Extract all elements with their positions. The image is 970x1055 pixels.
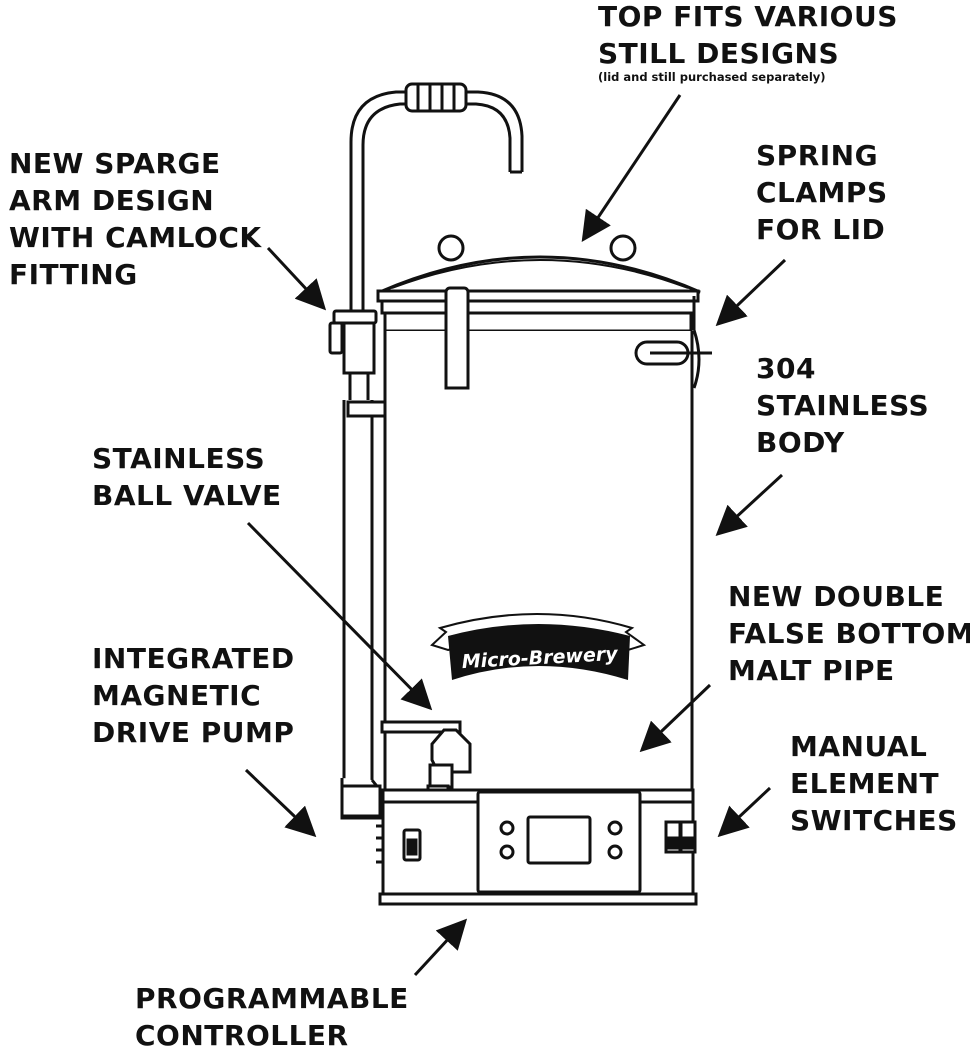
label-line: MANUAL bbox=[790, 730, 928, 763]
controller-panel bbox=[476, 790, 642, 894]
arrow-top bbox=[581, 94, 682, 242]
label-line: WITH CAMLOCK bbox=[9, 221, 262, 254]
arrow-switches bbox=[717, 786, 772, 838]
label-line: 304 bbox=[756, 352, 816, 385]
label-spring-clamps: SPRING CLAMPS FOR LID bbox=[756, 137, 888, 248]
label-top-fits: TOP FITS VARIOUS STILL DESIGNS bbox=[598, 0, 898, 72]
label-line: MALT PIPE bbox=[728, 654, 895, 687]
label-line: CLAMPS bbox=[756, 176, 888, 209]
arrow-clamps bbox=[715, 258, 787, 327]
rim bbox=[376, 289, 700, 333]
label-top-note: (lid and still purchased separately) bbox=[598, 70, 826, 84]
camlock-fitting bbox=[328, 309, 378, 400]
label-sparge-arm: NEW SPARGE ARM DESIGN WITH CAMLOCK FITTI… bbox=[9, 145, 262, 293]
arrow-controller bbox=[413, 918, 468, 977]
label-line: INTEGRATED bbox=[92, 642, 295, 675]
label-line: CONTROLLER bbox=[135, 1019, 349, 1052]
lid bbox=[379, 234, 701, 294]
label-false-bottom: NEW DOUBLE FALSE BOTTOM MALT PIPE bbox=[728, 578, 970, 689]
arrows bbox=[244, 94, 787, 977]
label-pump: INTEGRATED MAGNETIC DRIVE PUMP bbox=[92, 640, 295, 751]
arrow-pump bbox=[244, 768, 317, 838]
arrow-false-bottom bbox=[639, 683, 712, 753]
label-controller: PROGRAMMABLE CONTROLLER bbox=[135, 980, 409, 1054]
label-line: ELEMENT bbox=[790, 767, 940, 800]
label-line: MAGNETIC bbox=[92, 679, 262, 712]
label-line: FOR LID bbox=[756, 213, 886, 246]
spring-clamp-right bbox=[634, 296, 712, 389]
arrow-body bbox=[715, 473, 784, 537]
label-line: STAINLESS bbox=[92, 442, 266, 475]
label-ball-valve: STAINLESS BALL VALVE bbox=[92, 440, 282, 514]
label-line: FALSE BOTTOM bbox=[728, 617, 970, 650]
label-line: SWITCHES bbox=[790, 804, 958, 837]
spring-clamp-left bbox=[444, 286, 470, 390]
return-pipe bbox=[340, 400, 396, 820]
label-stainless-body: 304 STAINLESS BODY bbox=[756, 350, 929, 461]
label-line: PROGRAMMABLE bbox=[135, 982, 409, 1015]
label-line: NEW DOUBLE bbox=[728, 580, 945, 613]
label-line: BALL VALVE bbox=[92, 479, 282, 512]
label-line: DRIVE PUMP bbox=[92, 716, 295, 749]
arrow-valve bbox=[246, 521, 433, 711]
label-line: SPRING bbox=[756, 139, 879, 172]
pump-switch bbox=[402, 828, 422, 862]
label-line: STAINLESS bbox=[756, 389, 930, 422]
logo-banner: Micro-Brewery bbox=[430, 613, 647, 680]
label-line: BODY bbox=[756, 426, 845, 459]
label-line: NEW SPARGE bbox=[9, 147, 221, 180]
label-switches: MANUAL ELEMENT SWITCHES bbox=[790, 728, 958, 839]
label-line: TOP FITS VARIOUS bbox=[598, 0, 898, 33]
sparge-arm bbox=[349, 82, 524, 312]
label-line: STILL DESIGNS bbox=[598, 37, 840, 70]
arrow-sparge bbox=[266, 246, 327, 311]
element-switches bbox=[664, 820, 697, 854]
label-line: FITTING bbox=[9, 258, 138, 291]
label-line: ARM DESIGN bbox=[9, 184, 215, 217]
